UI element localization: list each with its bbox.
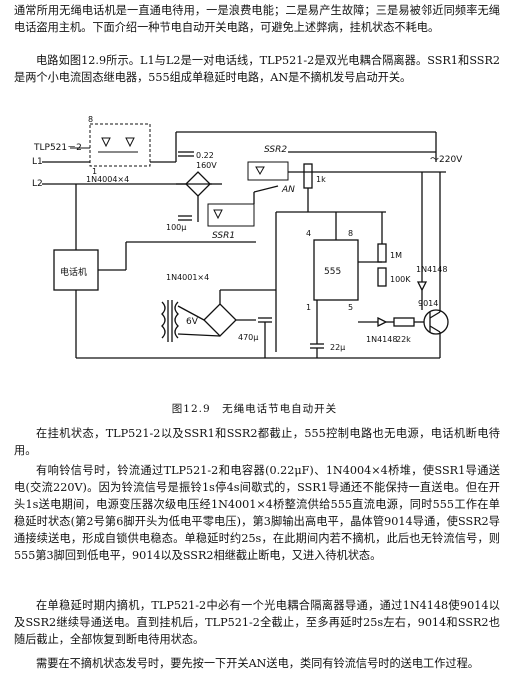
ssr1-block: [207, 203, 255, 227]
r100k-label: 100K: [390, 275, 411, 284]
circuit-description: 电路如图12.9所示。L1与L2是一对电话线，TLP521-2是双光电耦合隔离器…: [14, 54, 500, 84]
ic-pin5: 5: [348, 303, 353, 312]
ic-pin1: 1: [306, 303, 311, 312]
an-label: AN: [281, 185, 295, 195]
r1k: [303, 163, 313, 189]
tlp521-optocoupler: [89, 123, 151, 167]
transistor-9014: [423, 309, 449, 335]
ssr2-block: [247, 161, 289, 181]
d4148b-label: 1N4148: [366, 335, 397, 344]
phone-label: 电话机: [60, 266, 87, 278]
bridge-4001: [203, 303, 237, 337]
pin1-label: 1: [92, 167, 97, 176]
ac-label: ～220V: [430, 155, 463, 165]
ic-pin8: 8: [348, 229, 353, 238]
q-label: 9014: [418, 299, 438, 308]
tlp-label: TLP521－2: [33, 143, 82, 153]
c22-label: 22μ: [330, 343, 345, 352]
bridge4001-label: 1N4001×4: [166, 273, 209, 282]
paragraph-offhook: 在单稳延时期内摘机，TLP521-2中必有一个光电耦合隔离器导通，通过1N414…: [14, 599, 500, 646]
c470-label: 470μ: [238, 333, 258, 342]
transformer: [161, 300, 179, 342]
d4148a-label: 1N4148: [416, 265, 447, 274]
r22k-label: 22k: [396, 335, 411, 344]
ic-label: 555: [324, 267, 341, 277]
cap022-label: 0.22: [196, 151, 214, 160]
v6-label: 6V: [186, 317, 199, 327]
bridge4004-label: 1N4004×4: [86, 175, 129, 184]
r1k-label: 1k: [316, 175, 326, 184]
an-switch: [253, 185, 279, 193]
paragraph-dialing: 需要在不摘机状态发号时，要先按一下开关AN送电，类同有铃流信号时的送电工作过程。: [36, 657, 479, 670]
ssr1-label: SSR1: [212, 231, 235, 241]
r1m-label: 1M: [390, 251, 402, 260]
v160-label: 160V: [196, 161, 217, 170]
circuit-diagram: 8 1 TLP521－2 L1 L2 0.22 160V 1N4004×4 10…: [32, 115, 463, 359]
intro-paragraph: 通常所用无绳电话机是一直通电待用，一是浪费电能；二是易产生故障；三是易被邻近同频…: [14, 4, 500, 34]
l2-label: L2: [32, 179, 43, 189]
c100-label: 100μ: [166, 223, 186, 232]
pin8-label: 8: [88, 115, 93, 124]
ssr2-label: SSR2: [264, 145, 287, 155]
paragraph-standby: 在挂机状态，TLP521-2以及SSR1和SSR2都截止，555控制电路也无电源…: [14, 427, 500, 457]
figure-caption: 图12.9 无绳电话节电自动开关: [171, 403, 338, 415]
l1-label: L1: [32, 157, 43, 167]
paragraph-ringing: 有响铃信号时，铃流通过TLP521-2和电容器(0.22μF)、1N4004×4…: [14, 464, 500, 562]
ic-pin4: 4: [306, 229, 311, 238]
